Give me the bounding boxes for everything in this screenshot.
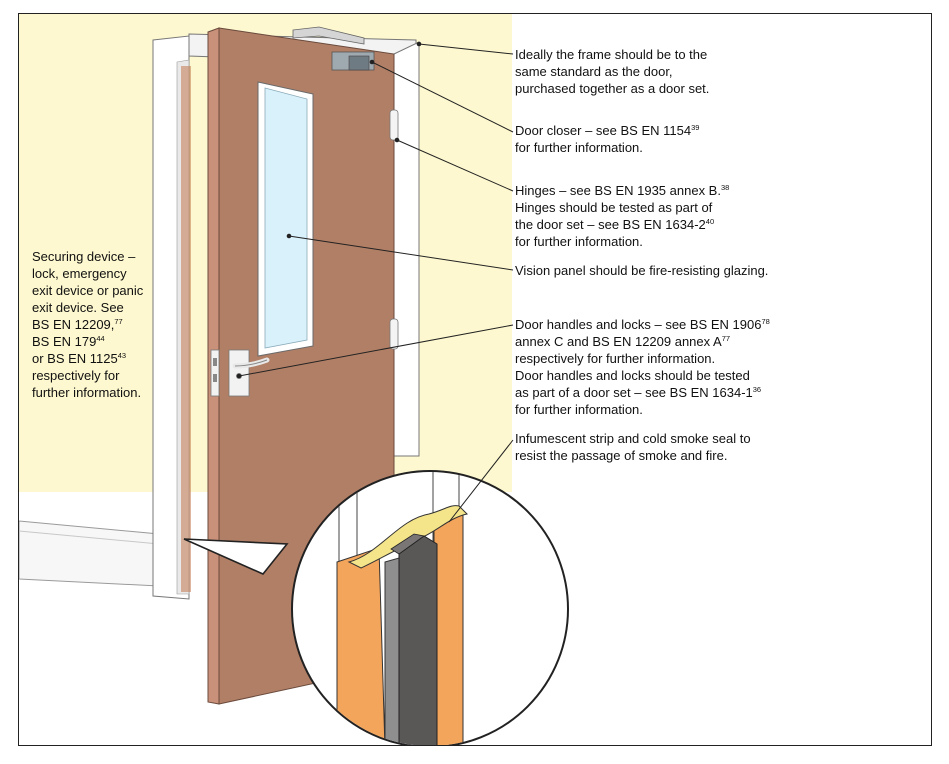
leader-lines [238,43,514,523]
label-line: Door handles and locks should be tested [515,368,750,383]
hinges [389,109,399,350]
label-line: exit device. See [32,300,124,315]
door-handle [228,349,270,397]
label-line: as part of a door set – see BS EN 1634-1… [515,385,762,400]
label-line: for further information. [515,234,643,249]
label-line: respectively for [32,368,120,383]
door-frame [152,33,420,600]
label-line: lock, emergency [32,266,127,281]
label-line: resist the passage of smoke and fire. [515,448,728,463]
reference-number: 43 [117,351,127,360]
lock-keep [210,349,220,397]
door-closer [292,26,375,71]
label-line: Securing device – [32,249,136,264]
reference-number: 40 [705,217,715,226]
label-vision-panel: Vision panel should be fire-resisting gl… [515,262,768,279]
label-line: Hinges should be tested as part of [515,200,713,215]
label-intumescent-strip: Infumescent strip and cold smoke seal to… [515,430,751,464]
fire-door-illustration [19,14,569,745]
label-hinges: Hinges – see BS EN 1935 annex B.38 Hinge… [515,182,729,250]
label-line: Infumescent strip and cold smoke seal to [515,431,751,446]
magnifier-detail [291,470,569,745]
label-line: Door handles and locks – see BS EN 19067… [515,317,770,332]
magnifier-pointer [183,538,289,575]
label-line: or BS EN 112543 [32,351,127,366]
label-securing-device: Securing device – lock, emergency exit d… [32,248,143,401]
label-line: Hinges – see BS EN 1935 annex B.38 [515,183,730,198]
label-line: Door closer – see BS EN 115439 [515,123,700,138]
reference-number: 44 [96,334,105,343]
reference-number: 38 [720,183,730,192]
label-line: BS EN 17944 [32,334,105,349]
label-line: Vision panel should be fire-resisting gl… [515,263,769,278]
label-line: for further information. [515,140,643,155]
label-door-closer: Door closer – see BS EN 115439 for furth… [515,122,699,156]
label-line: annex C and BS EN 12209 annex A77 [515,334,731,349]
label-line: for further information. [515,402,643,417]
diagram-frame: Securing device – lock, emergency exit d… [18,13,932,746]
label-line: Ideally the frame should be to the [515,47,708,62]
label-line: purchased together as a door set. [515,81,710,96]
reference-number: 39 [691,123,700,132]
label-line: further information. [32,385,142,400]
label-frame: Ideally the frame should be to the same … [515,46,709,97]
label-handles-locks: Door handles and locks – see BS EN 19067… [515,316,770,418]
label-line: exit device or panic [32,283,144,298]
label-line: BS EN 12209,77 [32,317,123,332]
vision-panel [257,81,314,357]
label-line: the door set – see BS EN 1634-240 [515,217,715,232]
reference-number: 77 [114,317,123,326]
label-line: same standard as the door, [515,64,673,79]
reference-number: 77 [721,334,731,343]
reference-number: 36 [752,385,762,394]
reference-number: 78 [761,317,770,326]
label-line: respectively for further information. [515,351,716,366]
